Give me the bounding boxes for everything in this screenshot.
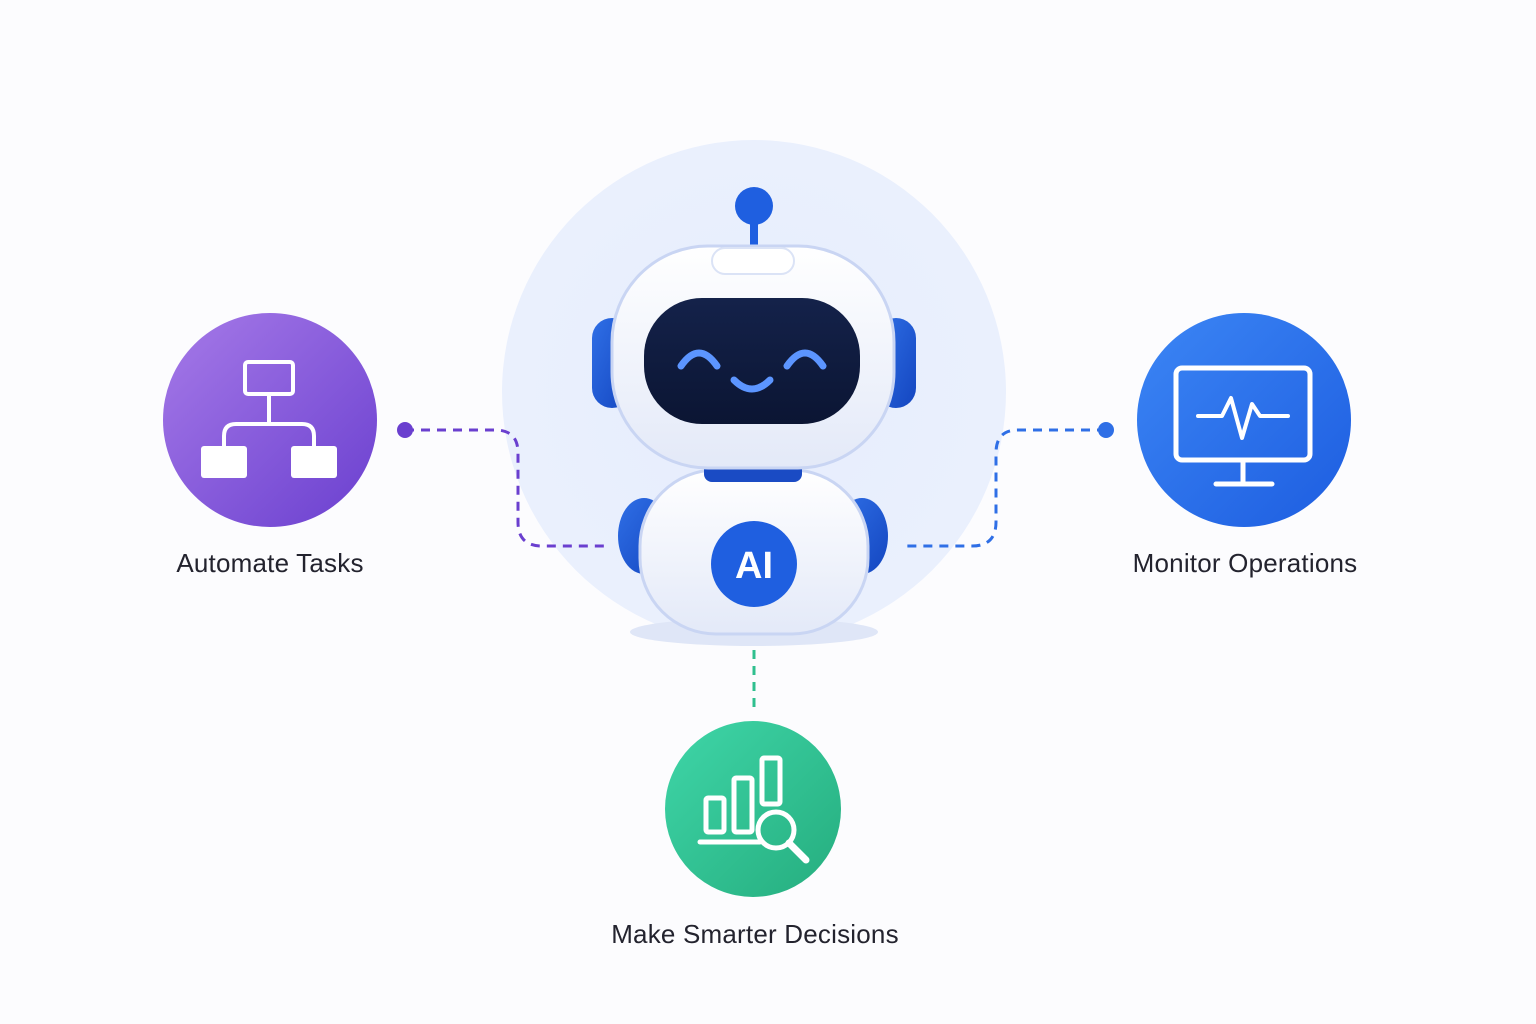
monitor-pulse-icon — [1173, 365, 1313, 487]
robot-head-cap — [711, 247, 795, 275]
ai-badge — [711, 521, 797, 607]
connector-monitor — [904, 428, 1106, 548]
hierarchy-icon-right-box — [291, 446, 337, 478]
robot-left-eye — [677, 349, 721, 370]
robot: AI — [592, 187, 916, 646]
connector-dot-automate — [397, 422, 413, 438]
ai-badge-text: AI — [735, 545, 773, 587]
robot-face-screen — [644, 298, 860, 424]
robot-right-eye — [783, 349, 827, 370]
monitor-operations-label: Monitor Operations — [1132, 548, 1358, 578]
hierarchy-icon-left-box — [201, 446, 247, 478]
monitor-operations-circle — [1137, 313, 1351, 527]
decisions-node — [665, 721, 841, 897]
connector-automate — [405, 428, 606, 548]
automate-tasks-label: Automate Tasks — [176, 548, 364, 578]
make-smarter-decisions-label: Make Smarter Decisions — [611, 919, 899, 949]
monitor-operations-node — [1137, 313, 1351, 527]
robot-antenna-stem — [750, 220, 758, 250]
connector-dot-monitor — [1098, 422, 1114, 438]
robot-mouth — [730, 376, 774, 393]
robot-antenna-ball — [735, 187, 773, 225]
chart-search-icon — [697, 755, 810, 864]
hierarchy-icon — [222, 360, 316, 448]
automate-tasks-node — [163, 313, 377, 527]
